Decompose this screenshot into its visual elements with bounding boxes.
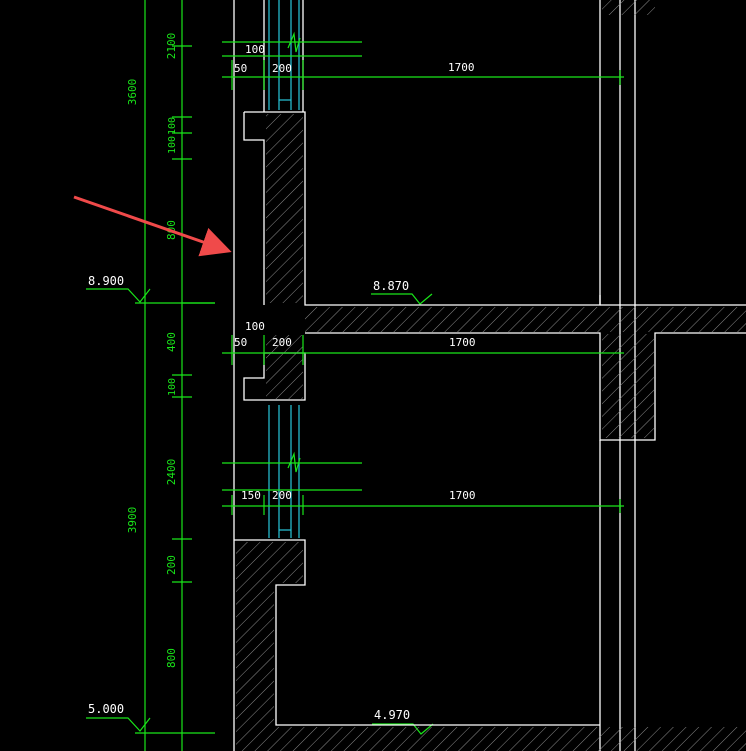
dim-h3-b: 150	[241, 489, 261, 502]
vertical-dimension-lines	[135, 0, 215, 751]
dim-overall-lower: 3900	[126, 507, 139, 534]
dim-h2-b: 50	[234, 336, 247, 349]
dim-overall-upper: 3600	[126, 79, 139, 106]
dim-h1-b: 50	[234, 62, 247, 75]
annotation-arrow	[73, 195, 232, 257]
dim-seg-9: 800	[165, 648, 178, 668]
dim-h1-a: 100	[245, 43, 265, 56]
dim-h1-d: 1700	[448, 61, 475, 74]
dim-h1-c: 200	[272, 62, 292, 75]
svg-text:5.000: 5.000	[88, 702, 124, 716]
dim-h2-a: 100	[245, 320, 265, 333]
window-glazing	[268, 0, 300, 538]
svg-text:4.970: 4.970	[374, 708, 410, 722]
dim-h3-c: 200	[272, 489, 292, 502]
hatched-wall-regions	[236, 0, 746, 751]
dim-seg-3: 100	[167, 136, 178, 154]
dim-seg-1: 2100	[165, 33, 178, 60]
dim-seg-6: 100	[167, 378, 178, 396]
dim-seg-7: 2400	[165, 459, 178, 486]
svg-text:8.870: 8.870	[373, 279, 409, 293]
dim-seg-2: 100	[167, 117, 178, 135]
level-mark-5000: 5.000	[86, 702, 151, 732]
dim-h2-d: 1700	[449, 336, 476, 349]
svg-text:8.900: 8.900	[88, 274, 124, 288]
dim-seg-5: 400	[165, 332, 178, 352]
horizontal-dimension-lines	[222, 31, 624, 515]
dim-h2-c: 200	[272, 336, 292, 349]
dim-h3-d: 1700	[449, 489, 476, 502]
dim-seg-8: 200	[165, 555, 178, 575]
level-mark-8900: 8.900	[86, 274, 151, 303]
level-mark-8870: 8.870	[371, 279, 433, 305]
